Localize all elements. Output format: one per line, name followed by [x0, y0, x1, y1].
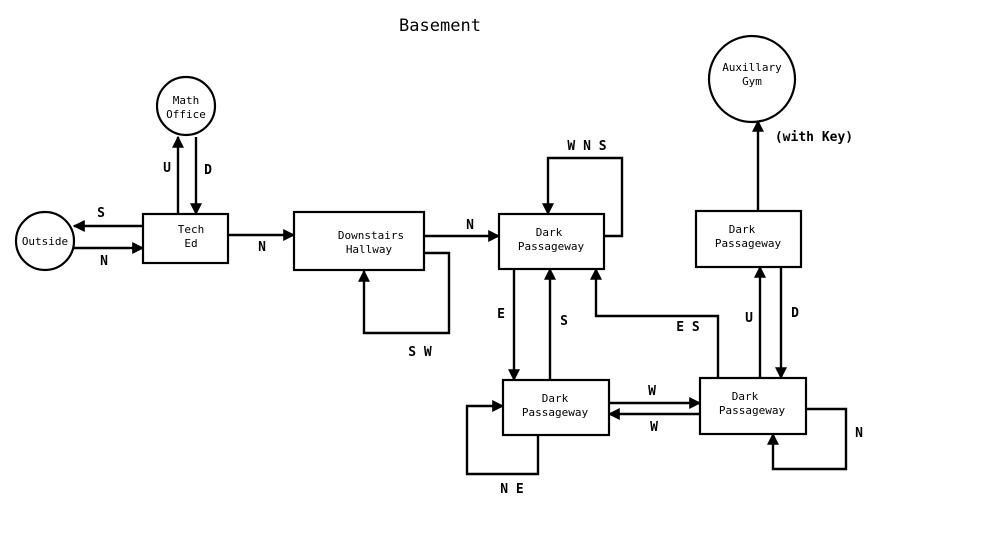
node-auxillary-gym: Auxillary Gym — [707, 34, 797, 124]
edge-label-bottom-right-to-dark-top: E S — [676, 320, 700, 335]
edge-label-bottom-left-to-dark-top: S — [560, 314, 568, 329]
edge-label-tech-to-math: U — [163, 161, 171, 176]
edge-label-hallway-to-dark-top: N — [466, 218, 474, 233]
edge-label-tech-to-hallway: N — [258, 240, 266, 255]
node-downstairs-hallway-label-line1: Downstairs — [338, 229, 404, 242]
edge-label-hallway-loop: S W — [408, 345, 432, 360]
node-tech-ed-label-line2: Ed — [184, 237, 197, 250]
edge-label-dark-top-loop: W N S — [567, 139, 606, 154]
node-math-office: Math Office — [155, 75, 217, 137]
node-tech-ed: Tech Ed — [141, 212, 230, 265]
node-dark-passageway-top-label-line2: Passageway — [518, 240, 585, 253]
node-tech-ed-label-line1: Tech — [178, 223, 205, 236]
edge-label-right-top-to-bottom-right: D — [791, 306, 799, 321]
node-dark-passageway-bottom-left: Dark Passageway — [501, 378, 611, 437]
edge-bottom-right-loop — [767, 407, 848, 471]
edge-label-bottom-left-to-bottom-right: W — [648, 384, 656, 399]
edge-label-bottom-right-loop: N — [855, 426, 863, 441]
node-outside: Outside — [14, 210, 76, 272]
node-math-office-label-line1: Math — [173, 94, 200, 107]
node-dark-passageway-top: Dark Passageway — [497, 212, 606, 271]
node-dark-passageway-bottom-left-label-line1: Dark — [542, 392, 569, 405]
node-dark-passageway-bottom-right-label-line1: Dark — [732, 390, 759, 403]
node-dark-passageway-bottom-left-label-line2: Passageway — [522, 406, 589, 419]
edge-label-outside-to-tech: N — [100, 254, 108, 269]
node-dark-passageway-right-top-label-line1: Dark — [729, 223, 756, 236]
node-dark-passageway-right-top: Dark Passageway — [694, 209, 803, 269]
node-auxillary-gym-label-line2: Gym — [742, 75, 762, 88]
node-dark-passageway-right-top-label-line2: Passageway — [715, 237, 782, 250]
node-downstairs-hallway-label-line2: Hallway — [346, 243, 393, 256]
edge-bottom-right-to-dark-top — [590, 267, 720, 378]
node-dark-passageway-top-label-line1: Dark — [536, 226, 563, 239]
node-auxillary-gym-label-line1: Auxillary — [722, 61, 782, 74]
node-dark-passageway-bottom-right-label-line2: Passageway — [719, 404, 786, 417]
map-title: Basement — [399, 16, 481, 36]
edge-label-dark-top-to-bottom-left: E — [497, 307, 505, 322]
node-math-office-label-line2: Office — [166, 108, 206, 121]
edge-label-math-to-tech: D — [204, 163, 212, 178]
node-outside-label: Outside — [22, 235, 68, 248]
edge-label-bottom-left-loop: N E — [500, 482, 523, 497]
node-downstairs-hallway: Downstairs Hallway — [292, 210, 426, 272]
edge-label-right-top-to-gym: (with Key) — [775, 130, 853, 145]
node-dark-passageway-bottom-right: Dark Passageway — [698, 376, 808, 436]
edge-hallway-loop — [358, 251, 451, 335]
edge-label-tech-to-outside: S — [97, 206, 105, 221]
edge-dark-top-loop — [542, 156, 624, 238]
edge-bottom-left-loop — [465, 400, 540, 476]
edge-label-bottom-right-to-bottom-left: W — [650, 420, 658, 435]
edge-label-bottom-right-to-right-top: U — [745, 311, 753, 326]
